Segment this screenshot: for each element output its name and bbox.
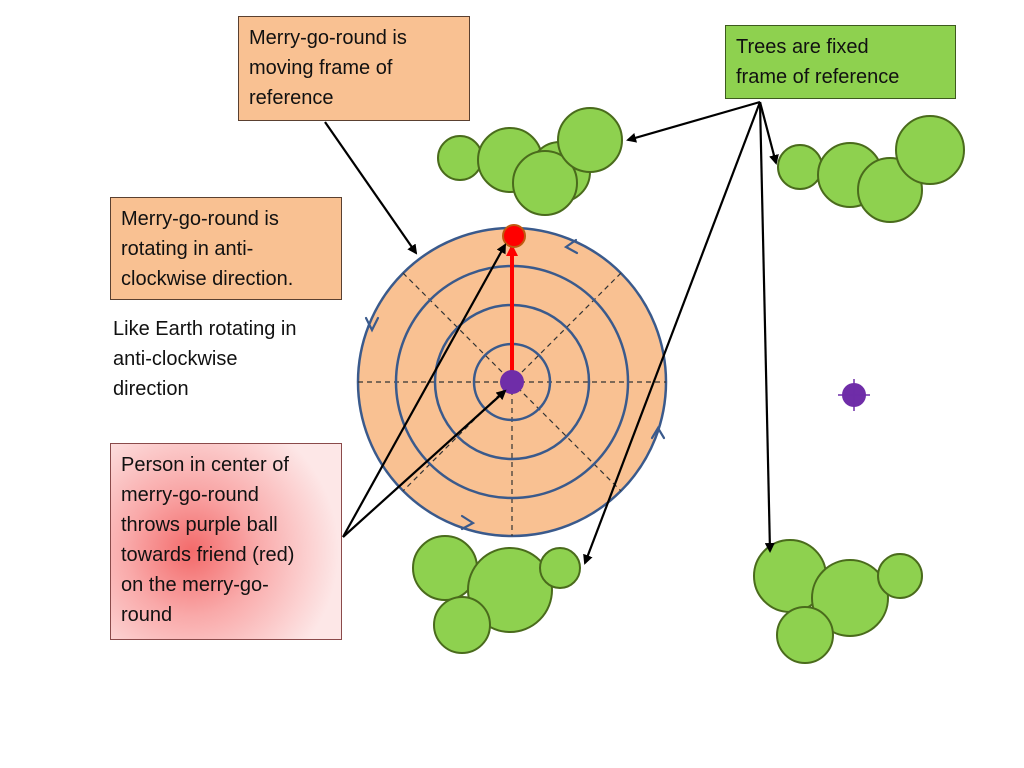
earth-line-1: Like Earth rotating in	[113, 318, 297, 340]
person-throw-label: Person in center of merry-go-round throw…	[110, 443, 342, 640]
person-line-5: on the merry-go-	[121, 574, 269, 596]
person-line-2: merry-go-round	[121, 484, 259, 506]
purple-ball-fixed-frame-icon	[838, 379, 870, 411]
person-line-6: round	[121, 604, 173, 626]
red-friend-dot-icon	[502, 224, 526, 248]
fixed-frame-line-1: Trees are fixed	[736, 36, 869, 58]
rotating-line-3: clockwise direction.	[121, 268, 294, 290]
rotation-chevrons	[364, 238, 666, 531]
person-line-4: towards friend (red)	[121, 544, 295, 566]
person-line-3: throws purple ball	[121, 514, 278, 536]
moving-frame-line-2: moving frame of	[249, 57, 393, 79]
callout-arrows	[324, 100, 779, 565]
tree-cluster-top-right	[777, 115, 965, 223]
purple-ball-icon	[500, 370, 524, 394]
rotating-line-2: rotating in anti-	[121, 238, 254, 260]
rotating-line-1: Merry-go-round is	[121, 208, 279, 230]
moving-frame-label: Merry-go-round is moving frame of refere…	[238, 16, 470, 121]
earth-line-3: direction	[113, 378, 189, 400]
earth-line-2: anti-clockwise	[113, 348, 238, 370]
moving-frame-line-1: Merry-go-round is	[249, 27, 407, 49]
fixed-frame-label: Trees are fixed frame of reference	[725, 25, 956, 99]
tree-cluster-bottom-right	[753, 539, 923, 664]
tree-cluster-bottom-center	[412, 535, 581, 654]
person-line-1: Person in center of	[121, 454, 289, 476]
rotating-label: Merry-go-round is rotating in anti- cloc…	[110, 197, 342, 300]
moving-frame-line-3: reference	[249, 87, 334, 109]
tree-cluster-top-center	[437, 107, 623, 216]
fixed-frame-line-2: frame of reference	[736, 66, 900, 88]
earth-analogy-text: Like Earth rotating in anti-clockwise di…	[113, 314, 353, 404]
